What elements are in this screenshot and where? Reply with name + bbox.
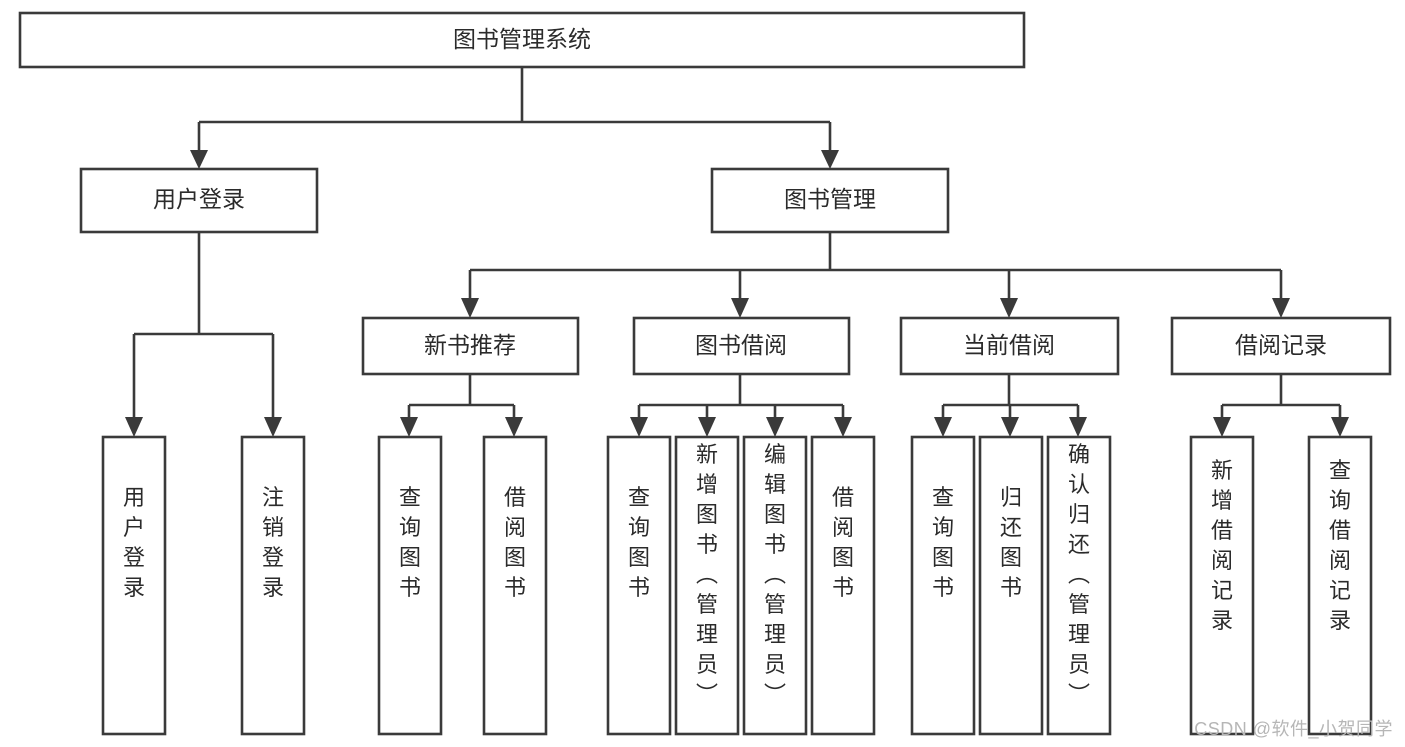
arrow-head-leaf-add-book <box>698 417 716 437</box>
arrow-head-user-login <box>190 150 208 169</box>
node-borrow-record[interactable]: 借阅记录 <box>1170 316 1392 376</box>
node-borrow-record-label: 借阅记录 <box>1235 332 1327 358</box>
node-leaf-query-book-2[interactable]: 查询图书 <box>606 435 672 736</box>
arrow-head-leaf-query-record <box>1331 417 1349 437</box>
connector-group-current-borrow <box>934 374 1087 437</box>
node-leaf-query-record-box[interactable] <box>1307 435 1373 736</box>
node-leaf-query-book-2-label: 查询图书 <box>628 485 650 600</box>
connector-group-root <box>190 67 839 169</box>
connector-group-new-book-recommend <box>400 374 523 437</box>
node-leaf-user-login-label: 用户登录 <box>123 485 145 600</box>
arrow-head-book-manage <box>821 150 839 169</box>
node-leaf-borrow-book-1-label: 借阅图书 <box>504 485 526 600</box>
arrow-head-new-book-recommend <box>461 298 479 318</box>
node-root[interactable]: 图书管理系统 <box>18 11 1026 69</box>
node-leaf-add-book-box[interactable] <box>674 435 740 736</box>
node-leaf-return-book[interactable]: 归还图书 <box>978 435 1044 736</box>
node-leaf-query-book-1[interactable]: 查询图书 <box>377 435 443 736</box>
arrow-head-leaf-confirm-return <box>1069 417 1087 437</box>
node-new-book-recommend-box[interactable] <box>361 316 580 376</box>
node-leaf-borrow-book-2-label: 借阅图书 <box>832 485 854 600</box>
node-leaf-user-logout-box[interactable] <box>240 435 306 736</box>
node-leaf-edit-book[interactable]: 编辑图书︵管理员︶ <box>742 435 808 736</box>
node-book-manage[interactable]: 图书管理 <box>710 167 950 234</box>
arrow-head-leaf-borrow-book-1 <box>505 417 523 437</box>
node-leaf-query-book-2-box[interactable] <box>606 435 672 736</box>
node-new-book-recommend-label: 新书推荐 <box>424 332 516 358</box>
node-user-login-box[interactable] <box>79 167 319 234</box>
node-root-box[interactable] <box>18 11 1026 69</box>
node-current-borrow[interactable]: 当前借阅 <box>899 316 1120 376</box>
arrow-head-leaf-edit-book <box>766 417 784 437</box>
node-leaf-query-book-3-box[interactable] <box>910 435 976 736</box>
node-leaf-user-logout-label: 注销登录 <box>262 485 284 600</box>
node-user-login-label: 用户登录 <box>153 186 245 212</box>
arrow-head-leaf-user-login <box>125 417 143 437</box>
arrow-head-leaf-add-record <box>1213 417 1231 437</box>
node-leaf-borrow-book-1-box[interactable] <box>482 435 548 736</box>
node-book-borrow[interactable]: 图书借阅 <box>632 316 851 376</box>
node-book-borrow-label: 图书借阅 <box>695 332 787 358</box>
arrow-head-current-borrow <box>1000 298 1018 318</box>
node-leaf-return-book-box[interactable] <box>978 435 1044 736</box>
node-borrow-record-box[interactable] <box>1170 316 1392 376</box>
arrow-head-leaf-borrow-book-2 <box>834 417 852 437</box>
node-leaf-add-record[interactable]: 新增借阅记录 <box>1189 435 1255 736</box>
arrow-head-leaf-user-logout <box>264 417 282 437</box>
arrow-head-leaf-return-book <box>1001 417 1019 437</box>
node-current-borrow-box[interactable] <box>899 316 1120 376</box>
arrow-head-leaf-query-book-3 <box>934 417 952 437</box>
node-leaf-confirm-return[interactable]: 确认归还︵管理员︶ <box>1046 435 1112 736</box>
node-user-login[interactable]: 用户登录 <box>79 167 319 234</box>
node-leaf-return-book-label: 归还图书 <box>1000 485 1022 600</box>
node-leaf-add-book[interactable]: 新增图书︵管理员︶ <box>674 435 740 736</box>
node-leaf-borrow-book-2-box[interactable] <box>810 435 876 736</box>
node-leaf-query-record-label: 查询借阅记录 <box>1329 458 1351 633</box>
node-leaf-query-book-3[interactable]: 查询图书 <box>910 435 976 736</box>
arrow-head-leaf-query-book-1 <box>400 417 418 437</box>
node-leaf-add-record-box[interactable] <box>1189 435 1255 736</box>
node-current-borrow-label: 当前借阅 <box>963 332 1055 358</box>
node-leaf-borrow-book-2[interactable]: 借阅图书 <box>810 435 876 736</box>
node-leaf-borrow-book-1[interactable]: 借阅图书 <box>482 435 548 736</box>
connector-group-user-login <box>125 232 282 437</box>
node-leaf-edit-book-box[interactable] <box>742 435 808 736</box>
node-book-manage-box[interactable] <box>710 167 950 234</box>
node-leaf-confirm-return-box[interactable] <box>1046 435 1112 736</box>
connector-group-borrow-record <box>1213 374 1349 437</box>
node-leaf-query-book-1-label: 查询图书 <box>399 485 421 600</box>
node-leaf-query-book-3-label: 查询图书 <box>932 485 954 600</box>
node-leaf-add-book-label: 新增图书︵管理员︶ <box>696 442 718 707</box>
node-leaf-user-logout[interactable]: 注销登录 <box>240 435 306 736</box>
connector-group-book-manage <box>461 232 1290 318</box>
node-leaf-user-login[interactable]: 用户登录 <box>101 435 167 736</box>
arrow-head-borrow-record <box>1272 298 1290 318</box>
node-book-manage-label: 图书管理 <box>784 186 876 212</box>
node-root-label: 图书管理系统 <box>453 26 591 52</box>
arrow-head-book-borrow <box>731 298 749 318</box>
node-leaf-edit-book-label: 编辑图书︵管理员︶ <box>764 442 786 707</box>
node-leaf-add-record-label: 新增借阅记录 <box>1211 458 1233 633</box>
node-leaf-user-login-box[interactable] <box>101 435 167 736</box>
arrow-head-leaf-query-book-2 <box>630 417 648 437</box>
connector-group-book-borrow <box>630 374 852 437</box>
node-leaf-confirm-return-label: 确认归还︵管理员︶ <box>1068 442 1090 707</box>
node-leaf-query-book-1-box[interactable] <box>377 435 443 736</box>
node-book-borrow-box[interactable] <box>632 316 851 376</box>
node-leaf-query-record[interactable]: 查询借阅记录 <box>1307 435 1373 736</box>
node-new-book-recommend[interactable]: 新书推荐 <box>361 316 580 376</box>
